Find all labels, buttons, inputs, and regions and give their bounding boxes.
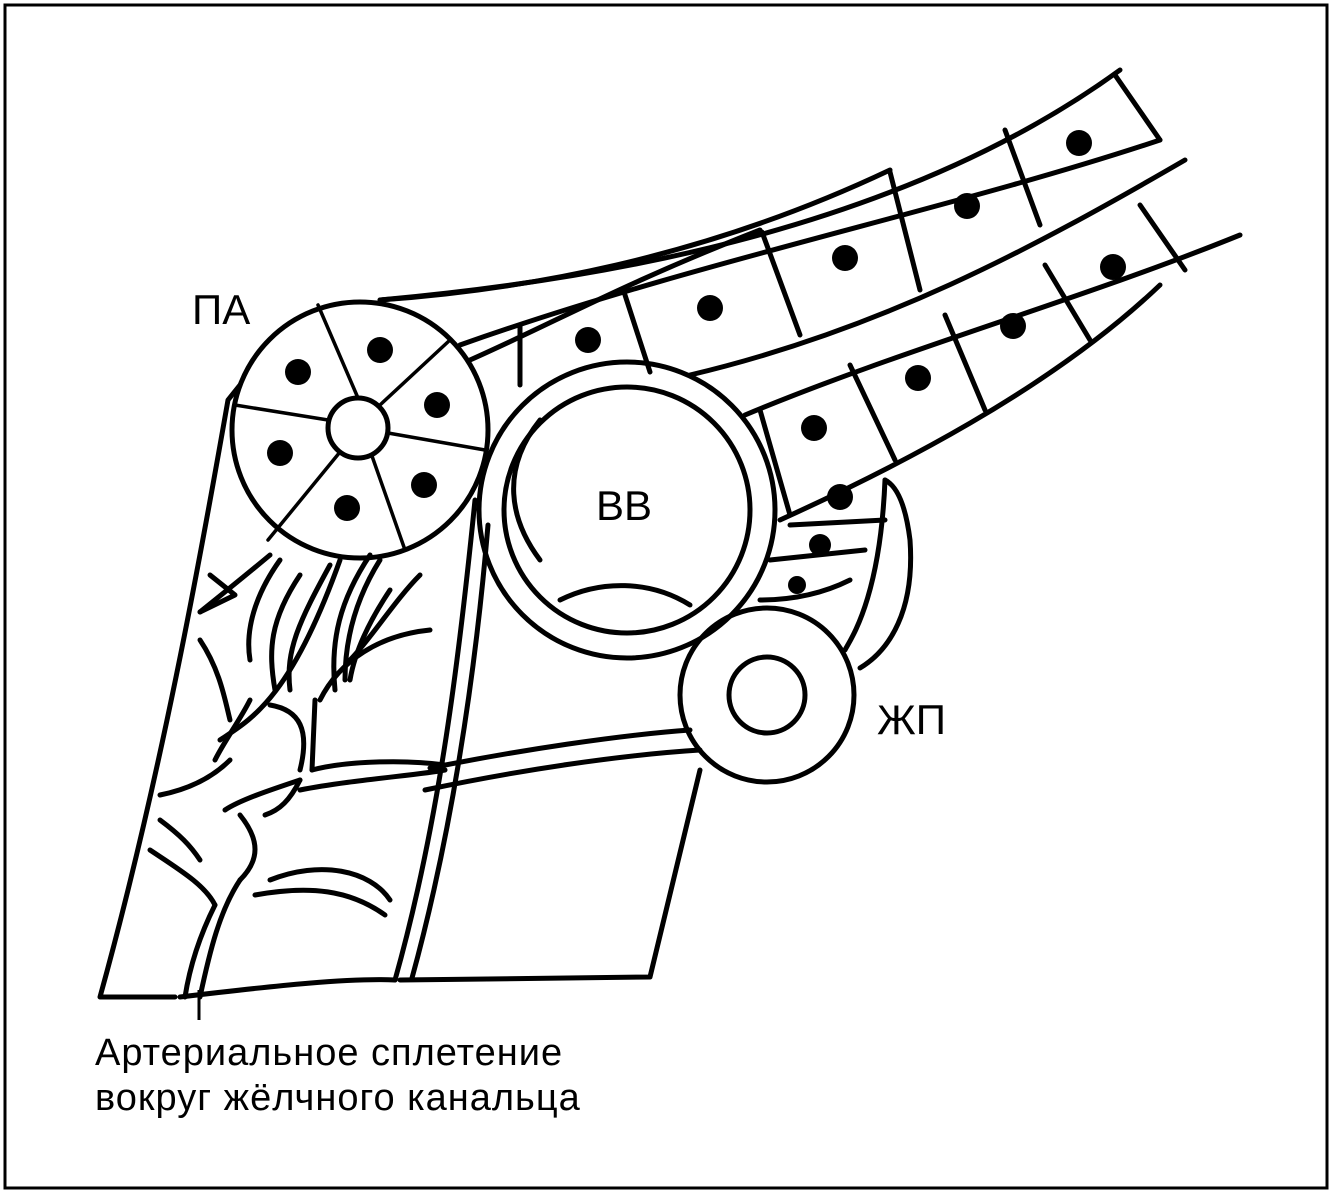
arterial-plexus	[147, 552, 448, 1000]
caption-line-1: Артериальное сплетение	[95, 1032, 563, 1074]
portal-vein	[476, 359, 778, 661]
figure-frame	[3, 3, 1329, 1190]
label-bile-duct: ЖП	[877, 696, 946, 743]
caption-line-2: вокруг жёлчного канальца	[95, 1077, 581, 1119]
label-portal-vein: ВВ	[596, 482, 652, 529]
upper-hepatocyte-row	[377, 67, 1188, 388]
label-portal-artery: ПА	[192, 286, 250, 333]
bile-duct	[677, 605, 857, 785]
arterial-branch-to-bile-duct	[392, 497, 703, 983]
hepatocyte-nuclei	[575, 130, 1126, 594]
portal-artery	[229, 299, 491, 561]
connective-tissue-outline	[97, 382, 914, 1000]
